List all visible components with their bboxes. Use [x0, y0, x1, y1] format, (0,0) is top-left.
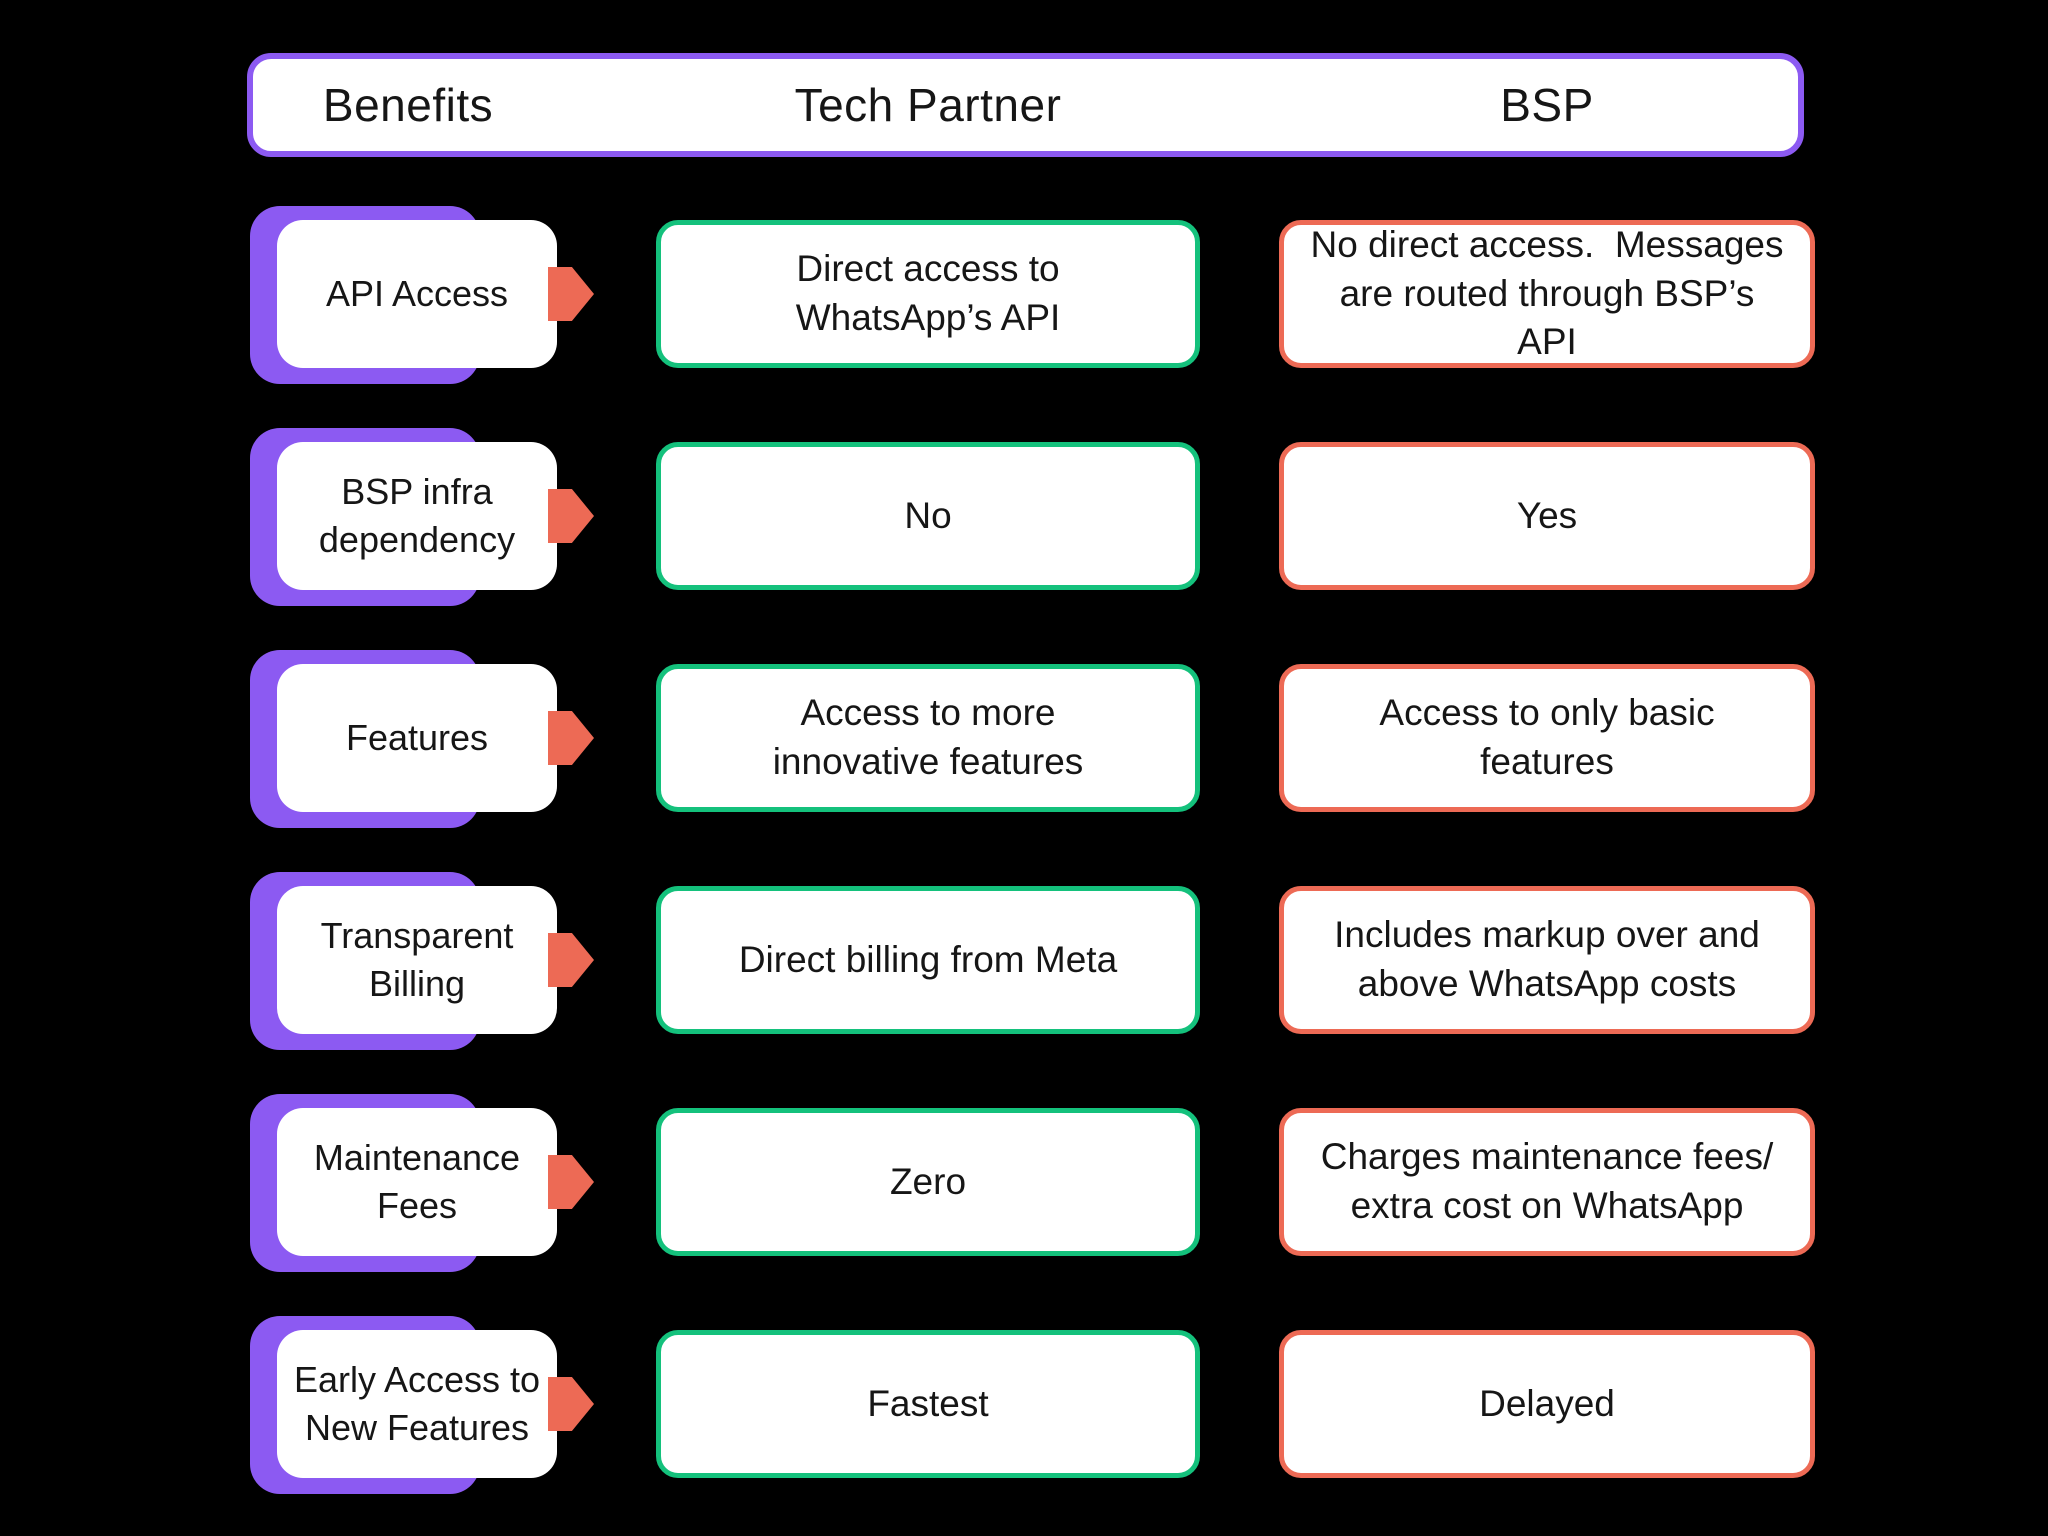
bsp-text: Yes [1516, 494, 1578, 536]
bsp-text: No direct access. Messages are routed th… [1310, 223, 1784, 363]
bsp-text: Charges maintenance fees/ extra cost on … [1320, 1136, 1774, 1226]
benefit-label: Features [345, 717, 489, 759]
tech-partner-cell: Zero [656, 1108, 1200, 1256]
bsp-text: Includes markup over and above WhatsApp … [1334, 914, 1760, 1004]
bsp-cell: Delayed [1279, 1330, 1815, 1478]
benefit-row-transparent-billing: Transparent Billing Direct billing from … [250, 872, 2048, 1050]
tech-partner-text: Fastest [867, 1382, 989, 1424]
benefit-label-card: Early Access to New Features [277, 1330, 557, 1478]
arrow-right-icon [548, 711, 594, 765]
tech-partner-text: Direct billing from Meta [738, 938, 1118, 980]
arrow-right-icon [548, 267, 594, 321]
column-header-tech-partner: Tech Partner [794, 79, 1062, 131]
benefit-label: API Access [325, 273, 509, 315]
arrow-right-icon [548, 1377, 594, 1431]
header-bar: Benefits Tech Partner BSP [247, 53, 1804, 157]
benefit-row-maintenance-fees: Maintenance Fees Zero Charges maintenanc… [250, 1094, 2048, 1272]
bsp-text: Delayed [1479, 1382, 1615, 1424]
benefit-label: Transparent Billing [320, 915, 514, 1004]
tech-partner-cell: Direct billing from Meta [656, 886, 1200, 1034]
tech-partner-text: No [904, 494, 952, 536]
benefit-label: BSP infra dependency [318, 471, 516, 560]
bsp-cell: Includes markup over and above WhatsApp … [1279, 886, 1815, 1034]
tech-partner-cell: Fastest [656, 1330, 1200, 1478]
arrow-right-icon [548, 489, 594, 543]
benefit-label: Maintenance Fees [313, 1137, 521, 1226]
tech-partner-text: Access to more innovative features [772, 692, 1084, 782]
benefit-row-features: Features Access to more innovative featu… [250, 650, 2048, 828]
benefit-label-card: Features [277, 664, 557, 812]
benefit-row-bsp-infra-dependency: BSP infra dependency No Yes [250, 428, 2048, 606]
tech-partner-cell: Access to more innovative features [656, 664, 1200, 812]
bsp-cell: Yes [1279, 442, 1815, 590]
benefit-row-api-access: API Access Direct access to WhatsApp’s A… [250, 206, 2048, 384]
arrow-right-icon [548, 1155, 594, 1209]
bsp-cell: No direct access. Messages are routed th… [1279, 220, 1815, 368]
bsp-cell: Access to only basic features [1279, 664, 1815, 812]
benefit-label-card: API Access [277, 220, 557, 368]
tech-partner-cell: No [656, 442, 1200, 590]
benefit-label-card: Maintenance Fees [277, 1108, 557, 1256]
bsp-cell: Charges maintenance fees/ extra cost on … [1279, 1108, 1815, 1256]
column-header-bsp: BSP [1500, 79, 1594, 131]
tech-partner-text: Zero [889, 1160, 967, 1202]
arrow-right-icon [548, 933, 594, 987]
tech-partner-text: Direct access to WhatsApp’s API [795, 248, 1061, 338]
column-header-benefits: Benefits [322, 79, 494, 131]
bsp-text: Access to only basic features [1379, 692, 1715, 782]
benefit-label-card: Transparent Billing [277, 886, 557, 1034]
benefit-label-card: BSP infra dependency [277, 442, 557, 590]
benefit-label: Early Access to New Features [293, 1359, 541, 1448]
tech-partner-cell: Direct access to WhatsApp’s API [656, 220, 1200, 368]
benefit-row-early-access: Early Access to New Features Fastest Del… [250, 1316, 2048, 1494]
